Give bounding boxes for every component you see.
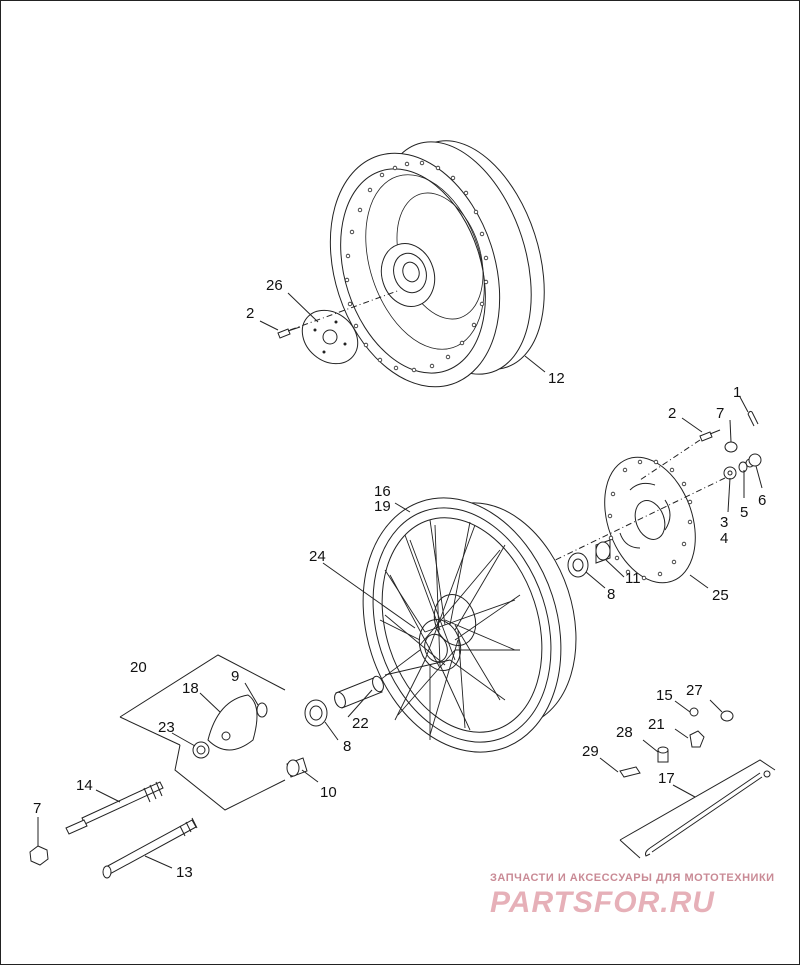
callout: 9 [231,668,239,685]
axle-upper [65,781,164,835]
callout: 27 [686,682,703,699]
callout: 14 [76,777,93,794]
callout: 13 [176,864,193,881]
weight-block [619,766,641,778]
brake-rotor [604,456,696,584]
spoke-wheel [362,497,577,753]
callout-labels: 26 2 12 1 2 7 6 5 3 4 16 19 24 11 8 25 2… [33,277,766,881]
spokes [379,519,521,740]
bearing-right [567,552,589,578]
valve-kit-box [619,759,776,859]
callout: 8 [343,738,351,755]
axle-spacer [334,675,384,709]
callout: 21 [648,716,665,733]
callout: 15 [656,687,673,704]
axle-nut-left [29,845,49,866]
watermark-brand: PARTSFOR.RU [490,886,715,919]
hub-spacer-plate [301,309,359,365]
watermark-tagline: ЗАПЧАСТИ И АКСЕССУАРЫ ДЛЯ МОТОТЕХНИКИ [490,872,775,884]
callout: 6 [758,492,766,509]
callout: 2 [246,305,254,322]
bolt-upper-left [277,326,301,339]
callout: 5 [740,504,748,521]
callout: 28 [616,724,633,741]
hub-cover [207,694,258,751]
callout: 29 [582,743,599,760]
callout: 10 [320,784,337,801]
valve-cap [720,710,734,722]
callout: 19 [374,498,391,515]
washers-right [723,461,748,480]
bushing [192,741,210,759]
watermark: ЗАПЧАСТИ И АКСЕССУАРЫ ДЛЯ МОТОТЕХНИКИ PA… [490,872,775,919]
callout: 2 [668,405,676,422]
callout: 7 [716,405,724,422]
valve-nut [657,746,669,763]
callout: 1 [733,384,741,401]
cotter-pin [747,410,759,427]
callout: 12 [548,370,565,387]
callout: 26 [266,277,283,294]
kit-bracket [119,654,286,811]
callout: 4 [720,530,728,547]
axle-lower [102,817,198,879]
spacer-right [595,539,611,564]
rotor-holes [607,459,693,581]
callout: 22 [352,715,369,732]
callout: 18 [182,680,199,697]
axle-nut-right [748,453,762,467]
callout: 17 [658,770,675,787]
callout: 11 [625,570,641,587]
callout: 23 [158,719,175,736]
o-ring [256,702,268,718]
leader-lines [37,292,763,869]
callout: 20 [130,659,147,676]
callout: 8 [607,586,615,603]
bearing-left [304,699,328,727]
valve-stem [689,707,705,748]
rotor-bolt [699,429,721,442]
disc-wheel [329,140,545,388]
callout: 16 [374,483,391,500]
spacer-left [286,757,308,778]
callout: 25 [712,587,729,604]
callout: 3 [720,514,728,531]
callout: 24 [309,548,326,565]
callout: 7 [33,800,41,817]
disc-wheel-holes [344,160,489,373]
